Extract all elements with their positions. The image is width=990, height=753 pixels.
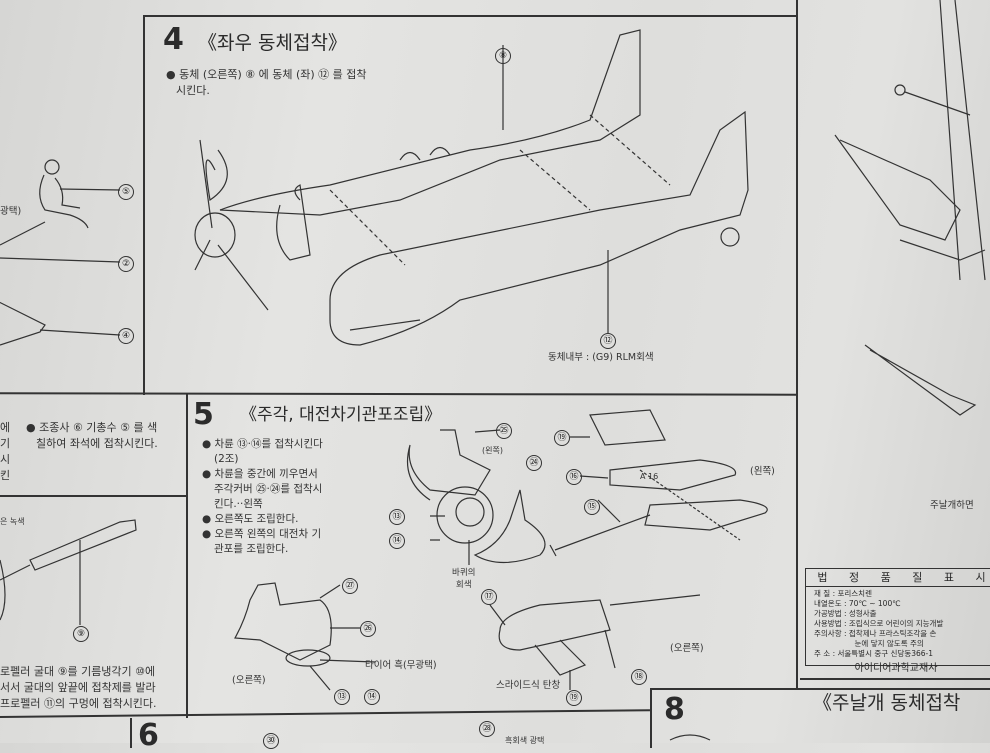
part-24-label: ㉔ bbox=[526, 455, 542, 471]
gloss-label: 광택) bbox=[0, 206, 22, 217]
step8-drawing bbox=[669, 734, 711, 741]
quality-row: 사용방법 : 조립식으로 어린이의 지능개발 bbox=[814, 619, 944, 628]
fuselage-left-drawing bbox=[329, 110, 749, 346]
divider-step4-left bbox=[143, 15, 145, 395]
part-19-label: ⑲ bbox=[554, 430, 570, 446]
color-note: 은 녹색 bbox=[0, 517, 25, 526]
part-5-label: ⑤ bbox=[118, 184, 134, 200]
alignment-dashes bbox=[329, 114, 671, 266]
part-27-label: ㉗ bbox=[342, 578, 358, 594]
pilot-instruction: ● 조종사 ⑥ 기총수 ⑤ 를 색 칠하여 좌석에 접착시킨다. bbox=[26, 420, 191, 452]
instruction-line: ● 조종사 ⑥ 기총수 ⑤ 를 색 bbox=[26, 421, 158, 434]
divider-left-mid bbox=[0, 495, 187, 497]
wing-underside-label: 주날개하면 bbox=[930, 500, 974, 511]
part-14-label: ⑭ bbox=[389, 533, 405, 549]
fuselage-right-drawing bbox=[194, 29, 641, 311]
right-side-label: (오른쪽) bbox=[670, 643, 704, 654]
step8-title: 《주날개 동체접착 bbox=[813, 692, 961, 714]
instruction-line: ● 동체 (오른쪽) ⑧ 에 동체 (좌) ⑫ 를 접착 bbox=[166, 68, 367, 81]
propeller-instruction: 로펠러 굴대 ⑨를 기름냉각기 ⑩에 서서 굴대의 앞끝에 접착제를 발라 프로… bbox=[0, 664, 190, 712]
part-12-label: ⑫ bbox=[600, 333, 616, 349]
quality-label-box: 법 정 품 질 표 시 재 질 : 포리스치렌 내열온도 : 70℃ ~ 100… bbox=[805, 568, 990, 674]
left-side-label: (왼쪽) bbox=[482, 446, 503, 455]
instruction-line: ● 오른쪽 왼쪽의 대전차 기 bbox=[202, 528, 322, 540]
part-28-label: ㉘ bbox=[479, 721, 495, 737]
propeller-shaft-drawing bbox=[0, 519, 137, 625]
step5-number: 5 bbox=[193, 397, 214, 432]
landing-gear-drawing bbox=[406, 429, 546, 565]
divider-step5-left bbox=[186, 393, 188, 718]
left-text-fragment: 에 기 시킨 bbox=[0, 420, 20, 484]
fragment-line: 에 bbox=[0, 421, 11, 434]
instruction-line: ● 차륜을 중간에 끼우면서 bbox=[202, 468, 318, 480]
part-26-label: ㉖ bbox=[360, 621, 376, 637]
instruction-line: (2조) bbox=[214, 453, 239, 465]
instruction-line: 서서 굴대의 앞끝에 접착제를 발라 bbox=[0, 681, 156, 694]
quality-row: 주 소 : 서울특별시 중구 신당동366-1 bbox=[814, 649, 934, 658]
part-18-label: ⑱ bbox=[631, 669, 647, 685]
step5-title: 《주각, 대전차기관포조립》 bbox=[240, 405, 442, 425]
right-side-label-2: (오른쪽) bbox=[232, 675, 266, 686]
part-30-label: ㉚ bbox=[263, 733, 279, 749]
divider-step4-right bbox=[796, 0, 798, 690]
interior-color-note: 동체내부 : (G9) RLM회색 bbox=[548, 352, 654, 363]
wheel-color-line: 바퀴의 bbox=[452, 568, 476, 578]
divider-right-col bbox=[800, 678, 990, 680]
part-14b-label: ⑭ bbox=[364, 689, 380, 705]
part-9-label: ⑨ bbox=[73, 626, 89, 642]
divider-step6-left bbox=[130, 718, 132, 748]
instruction-line: 프로펠러 ⑪의 구멍에 접착시킨다. bbox=[0, 697, 157, 710]
part-16-label: ⑯ bbox=[566, 469, 582, 485]
step8-box-top bbox=[650, 688, 990, 690]
cannon-left-drawing bbox=[549, 409, 768, 557]
instruction-line: 킨다.··왼쪽 bbox=[214, 498, 263, 510]
quality-row: 주의사항 : 접착제나 프라스틱조각을 손 bbox=[814, 629, 937, 638]
part-marking: A 16 bbox=[640, 472, 659, 481]
tire-color-label: 타이어 흑(무광택) bbox=[365, 660, 437, 671]
instruction-line: ● 오른쪽도 조립한다. bbox=[202, 513, 299, 525]
maker-name: 아이디어과학교재사 bbox=[854, 663, 938, 674]
left-side-label-2: (왼쪽) bbox=[750, 466, 775, 477]
instruction-line: 주각커버 ㉕·㉔를 접착시 bbox=[214, 483, 323, 495]
instruction-line: 로펠러 굴대 ⑨를 기름냉각기 ⑩에 bbox=[0, 665, 156, 678]
quality-title: 법 정 품 질 표 시 bbox=[806, 569, 990, 587]
pilot-figure-drawing bbox=[0, 159, 121, 346]
fragment-line: 기 bbox=[0, 437, 11, 450]
quality-row: 내열온도 : 70℃ ~ 100℃ bbox=[814, 599, 901, 608]
part-8-label: ⑧ bbox=[495, 48, 511, 64]
quality-row: 재 질 : 포리스치렌 bbox=[814, 589, 872, 598]
wheel-color-note: 바퀴의 회색 bbox=[452, 566, 475, 590]
step4-number: 4 bbox=[163, 22, 184, 57]
divider-top bbox=[143, 15, 798, 17]
part-17-label: ⑰ bbox=[481, 589, 497, 605]
slide-magazine-label: 스라이드식 탄창 bbox=[496, 680, 561, 691]
part-4-label: ④ bbox=[118, 328, 134, 344]
wing-drawing bbox=[834, 0, 986, 416]
part-2-label: ② bbox=[118, 256, 134, 272]
landing-gear-right-drawing bbox=[234, 582, 376, 691]
quality-row: 눈에 닿지 않도록 주의 bbox=[814, 639, 924, 648]
step4-instruction: ● 동체 (오른쪽) ⑧ 에 동체 (좌) ⑫ 를 접착 시킨다. bbox=[166, 67, 426, 99]
fragment-line: 시킨 bbox=[0, 453, 11, 482]
quality-row: 가공방법 : 성형사출 bbox=[814, 609, 877, 618]
instruction-line: ● 차륜 ⑬·⑭를 접착시킨다 bbox=[202, 438, 323, 450]
step4-title: 《좌우 동체접착》 bbox=[198, 32, 347, 54]
part-15-label: ⑮ bbox=[584, 499, 600, 515]
wheel-color-line: 회색 bbox=[455, 580, 472, 590]
step8-number: 8 bbox=[664, 692, 685, 727]
cannon-right-drawing bbox=[489, 594, 701, 690]
part-19b-label: ⑲ bbox=[566, 690, 582, 706]
step6-color-note: 흑회색 광택 bbox=[505, 736, 545, 745]
step6-number: 6 bbox=[138, 718, 159, 753]
step8-box-left bbox=[650, 688, 652, 748]
instruction-line: 관포를 조립한다. bbox=[214, 543, 289, 555]
part-13b-label: ⑬ bbox=[334, 689, 350, 705]
part-25-label: ㉕ bbox=[496, 423, 512, 439]
instruction-line: 칠하여 좌석에 접착시킨다. bbox=[36, 437, 158, 450]
instruction-line: 시킨다. bbox=[176, 84, 210, 97]
part-13-label: ⑬ bbox=[389, 509, 405, 525]
step5-instructions: ● 차륜 ⑬·⑭를 접착시킨다 (2조) ● 차륜을 중간에 끼우면서 주각커버… bbox=[202, 437, 382, 557]
